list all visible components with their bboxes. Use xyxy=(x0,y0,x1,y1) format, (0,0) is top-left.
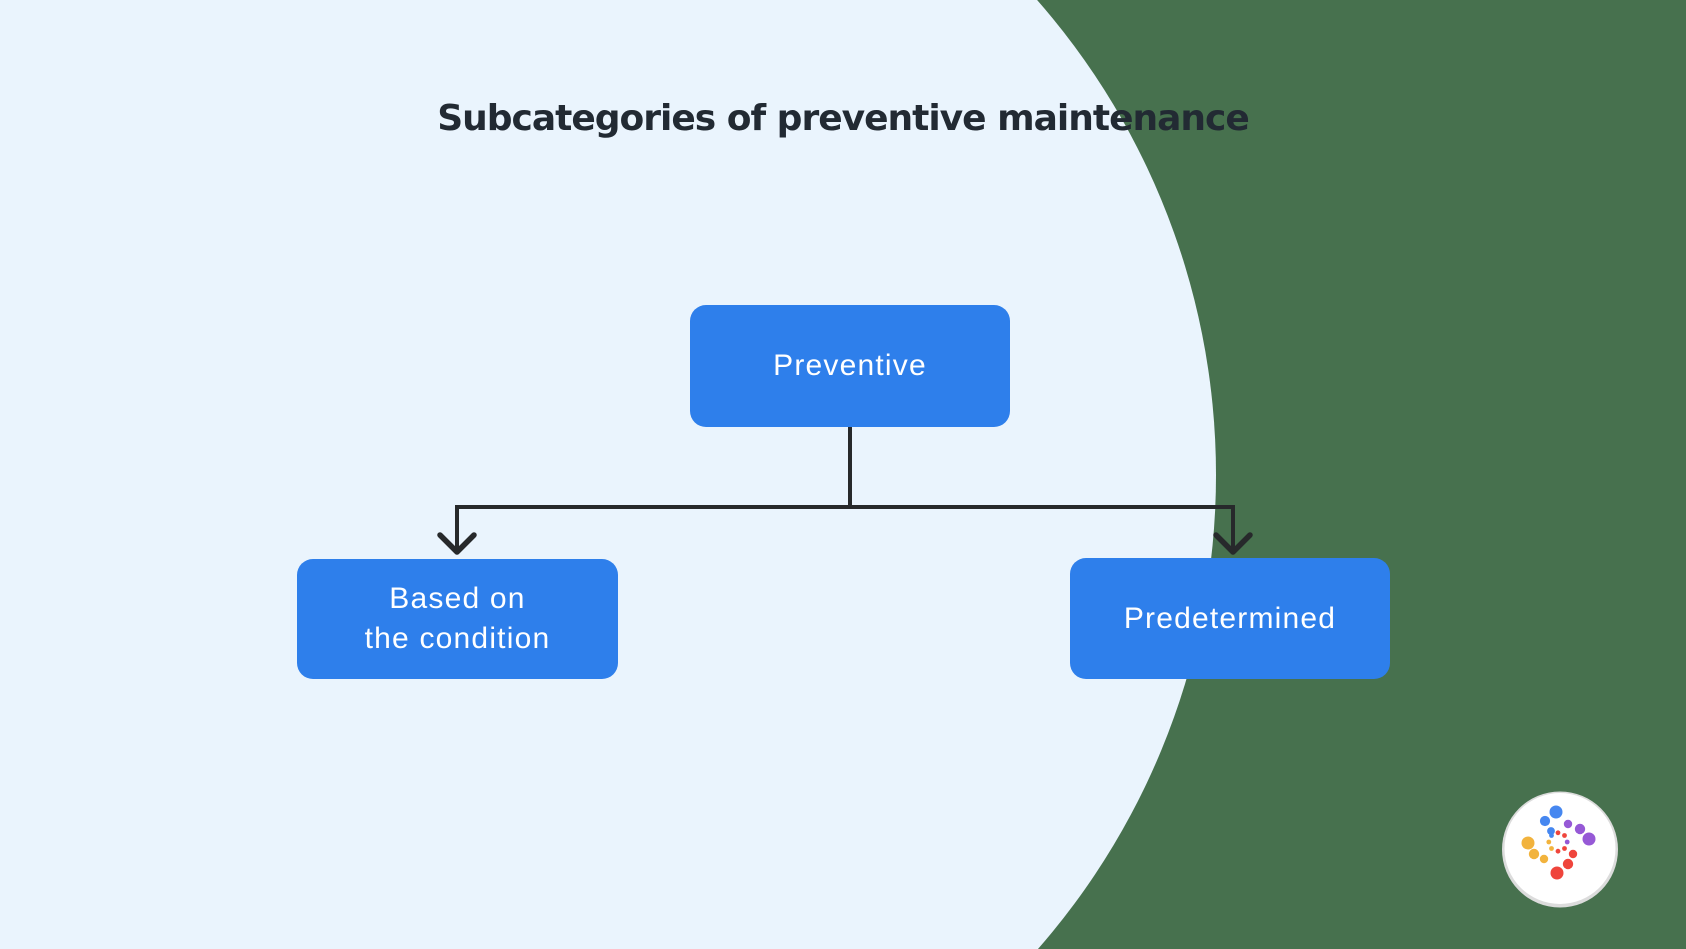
logo-dot-red xyxy=(1550,866,1564,880)
node-predetermined: Predetermined xyxy=(1070,558,1390,679)
logo-dot-purple xyxy=(1563,819,1573,829)
node-preventive: Preventive xyxy=(690,305,1010,427)
logo-dot-red xyxy=(1568,849,1578,859)
logo-dot-red xyxy=(1555,848,1561,854)
node-based-on-condition-label: Based on the condition xyxy=(364,582,551,655)
logo-dot-yellow xyxy=(1549,846,1554,851)
logo-dot-red xyxy=(1555,830,1561,836)
logo-dot-yellow xyxy=(1521,836,1535,850)
logo-dot-blue xyxy=(1547,827,1555,835)
logo-dot-red xyxy=(1562,846,1567,851)
logo-dot-purple xyxy=(1582,832,1596,846)
logo-dot-yellow xyxy=(1528,848,1540,860)
logo-dot-yellow xyxy=(1539,854,1549,864)
logo-dot-purple xyxy=(1574,823,1586,835)
logo-dot-blue xyxy=(1539,815,1551,827)
node-preventive-label: Preventive xyxy=(773,349,927,382)
logo-dot-blue xyxy=(1549,805,1563,819)
node-predetermined-label: Predetermined xyxy=(1123,601,1337,635)
logo-dot-red xyxy=(1562,858,1574,870)
page-title: Subcategories of preventive maintenance xyxy=(437,98,1250,139)
logo-dot-purple xyxy=(1564,839,1570,845)
arrow-down-right-icon xyxy=(1213,532,1253,555)
logo-dot-blue xyxy=(1549,833,1554,838)
background-circle xyxy=(0,0,1216,949)
node-based-on-condition: Based on the condition xyxy=(297,559,618,679)
logo-background xyxy=(1504,793,1616,904)
logo-dot-red xyxy=(1562,833,1567,838)
logo-dot-yellow xyxy=(1546,839,1552,845)
brand-logo xyxy=(1502,791,1618,908)
